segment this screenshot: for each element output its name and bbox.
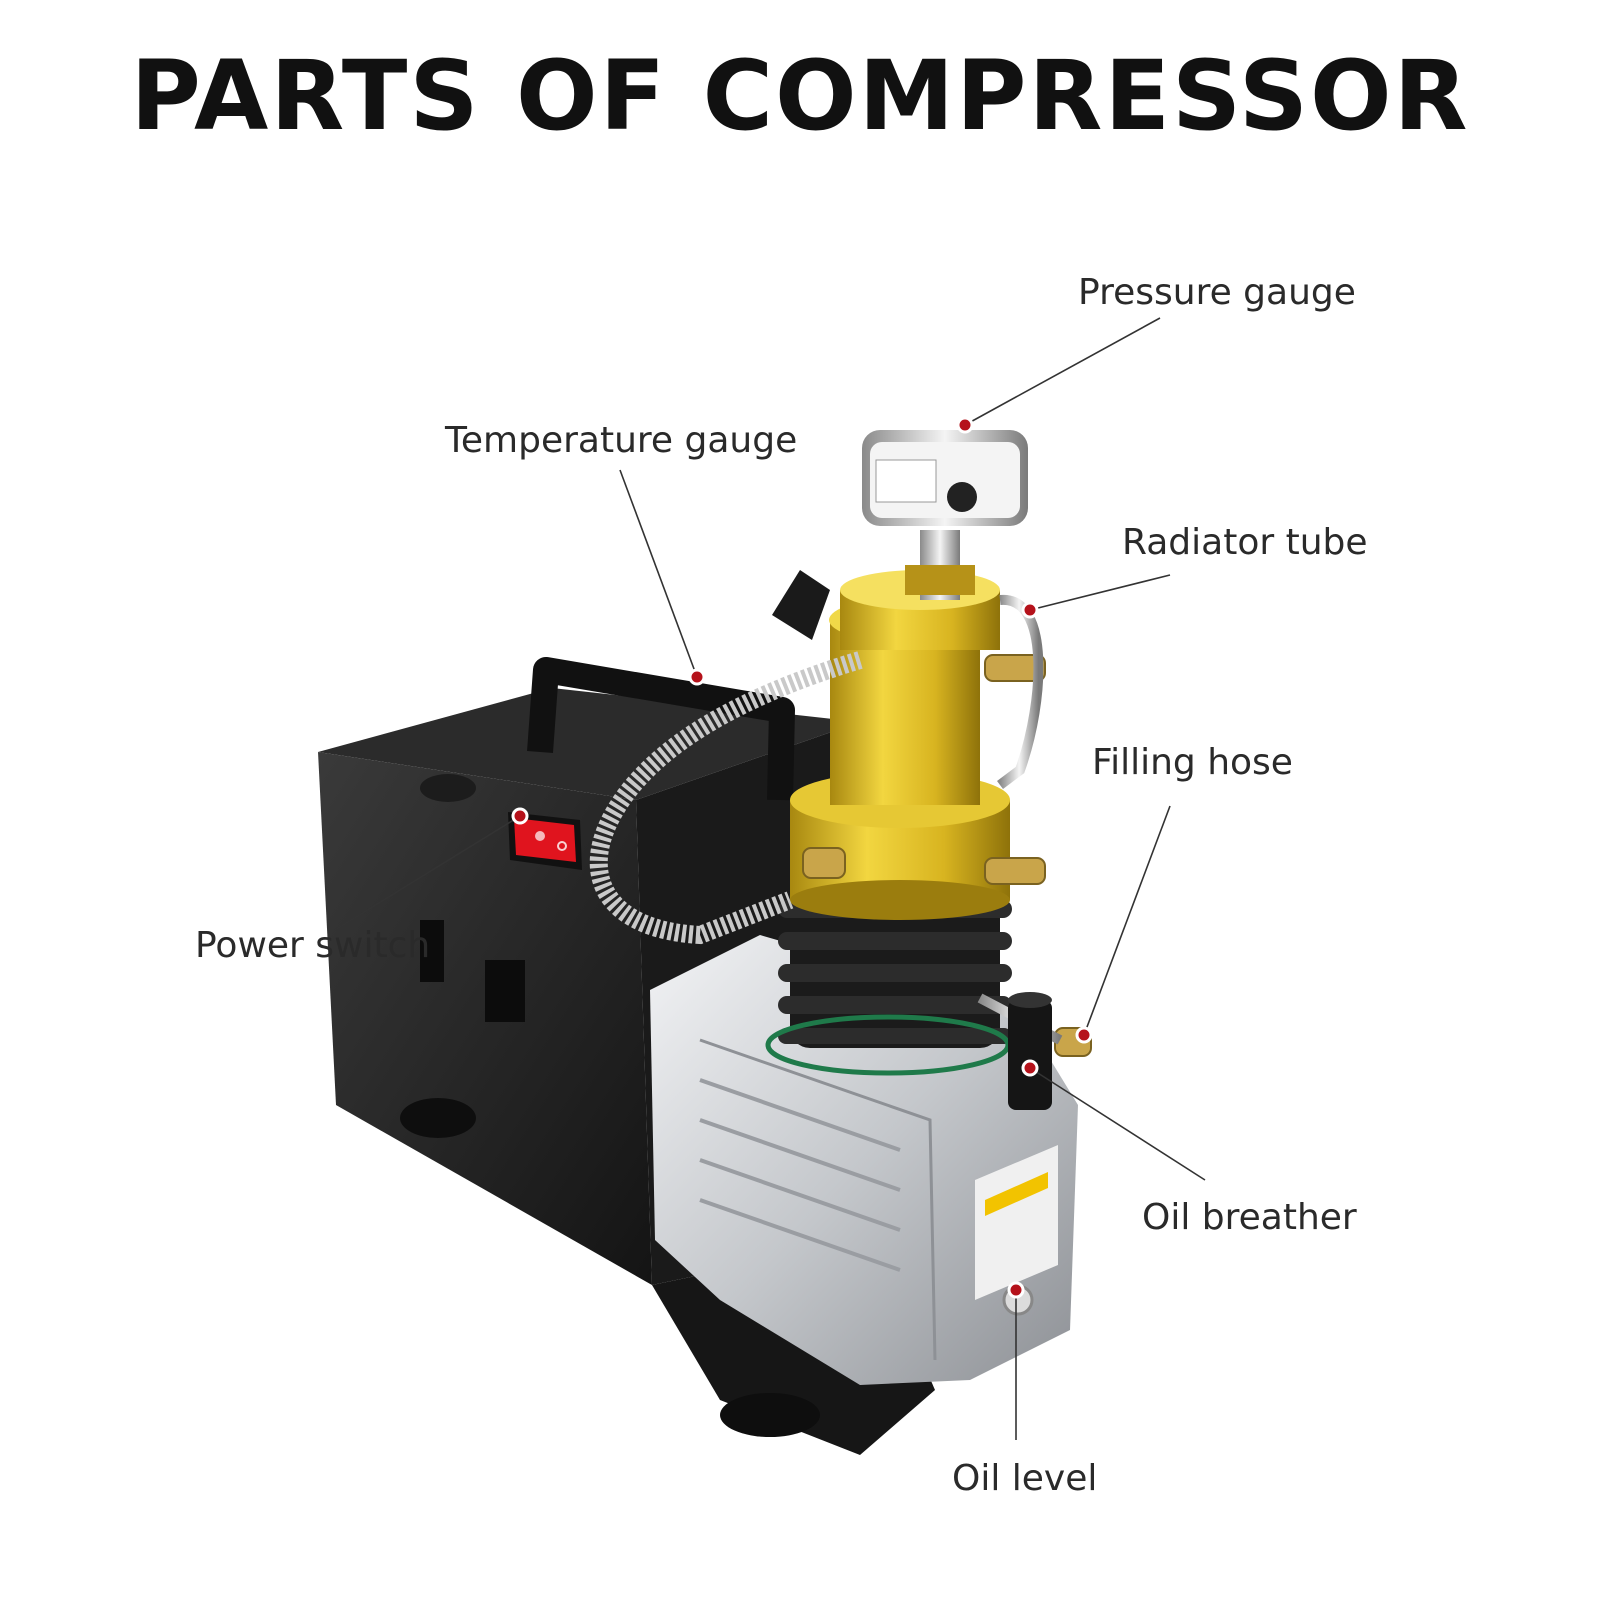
label-radiator-tube: Radiator tube xyxy=(1122,522,1368,563)
gold-cylinder-block xyxy=(790,570,1010,920)
bleed-valve-knob xyxy=(772,570,830,640)
oil-breather xyxy=(1008,992,1052,1110)
spring-hose xyxy=(589,651,863,945)
callout-dot-oil-level xyxy=(1007,1281,1025,1299)
callout-dot-radiator-tube xyxy=(1021,601,1039,619)
callout-dot-pressure-gauge xyxy=(956,416,974,434)
pressure-gauge xyxy=(862,430,1028,600)
label-temperature-gauge: Temperature gauge xyxy=(445,420,798,461)
callout-dot-power-switch xyxy=(511,807,529,825)
radiator-tube xyxy=(997,594,1044,789)
label-power-switch: Power switch xyxy=(195,925,431,966)
callout-dot-oil-breather xyxy=(1021,1059,1039,1077)
callout-dots xyxy=(511,416,1093,1299)
label-filling-hose: Filling hose xyxy=(1092,742,1293,783)
power-socket xyxy=(485,960,525,1022)
callout-dot-filling-hose xyxy=(1075,1026,1093,1044)
fuse-holder xyxy=(420,920,444,982)
power-switch xyxy=(508,812,582,870)
carry-handle xyxy=(527,657,795,801)
callout-dot-temperature-gauge xyxy=(688,668,706,686)
page-title: PARTS OF COMPRESSOR xyxy=(130,40,1470,152)
leader-lines xyxy=(334,317,1206,1440)
label-pressure-gauge: Pressure gauge xyxy=(1078,272,1356,313)
label-oil-level: Oil level xyxy=(952,1458,1098,1499)
label-oil-breather: Oil breather xyxy=(1142,1197,1357,1238)
